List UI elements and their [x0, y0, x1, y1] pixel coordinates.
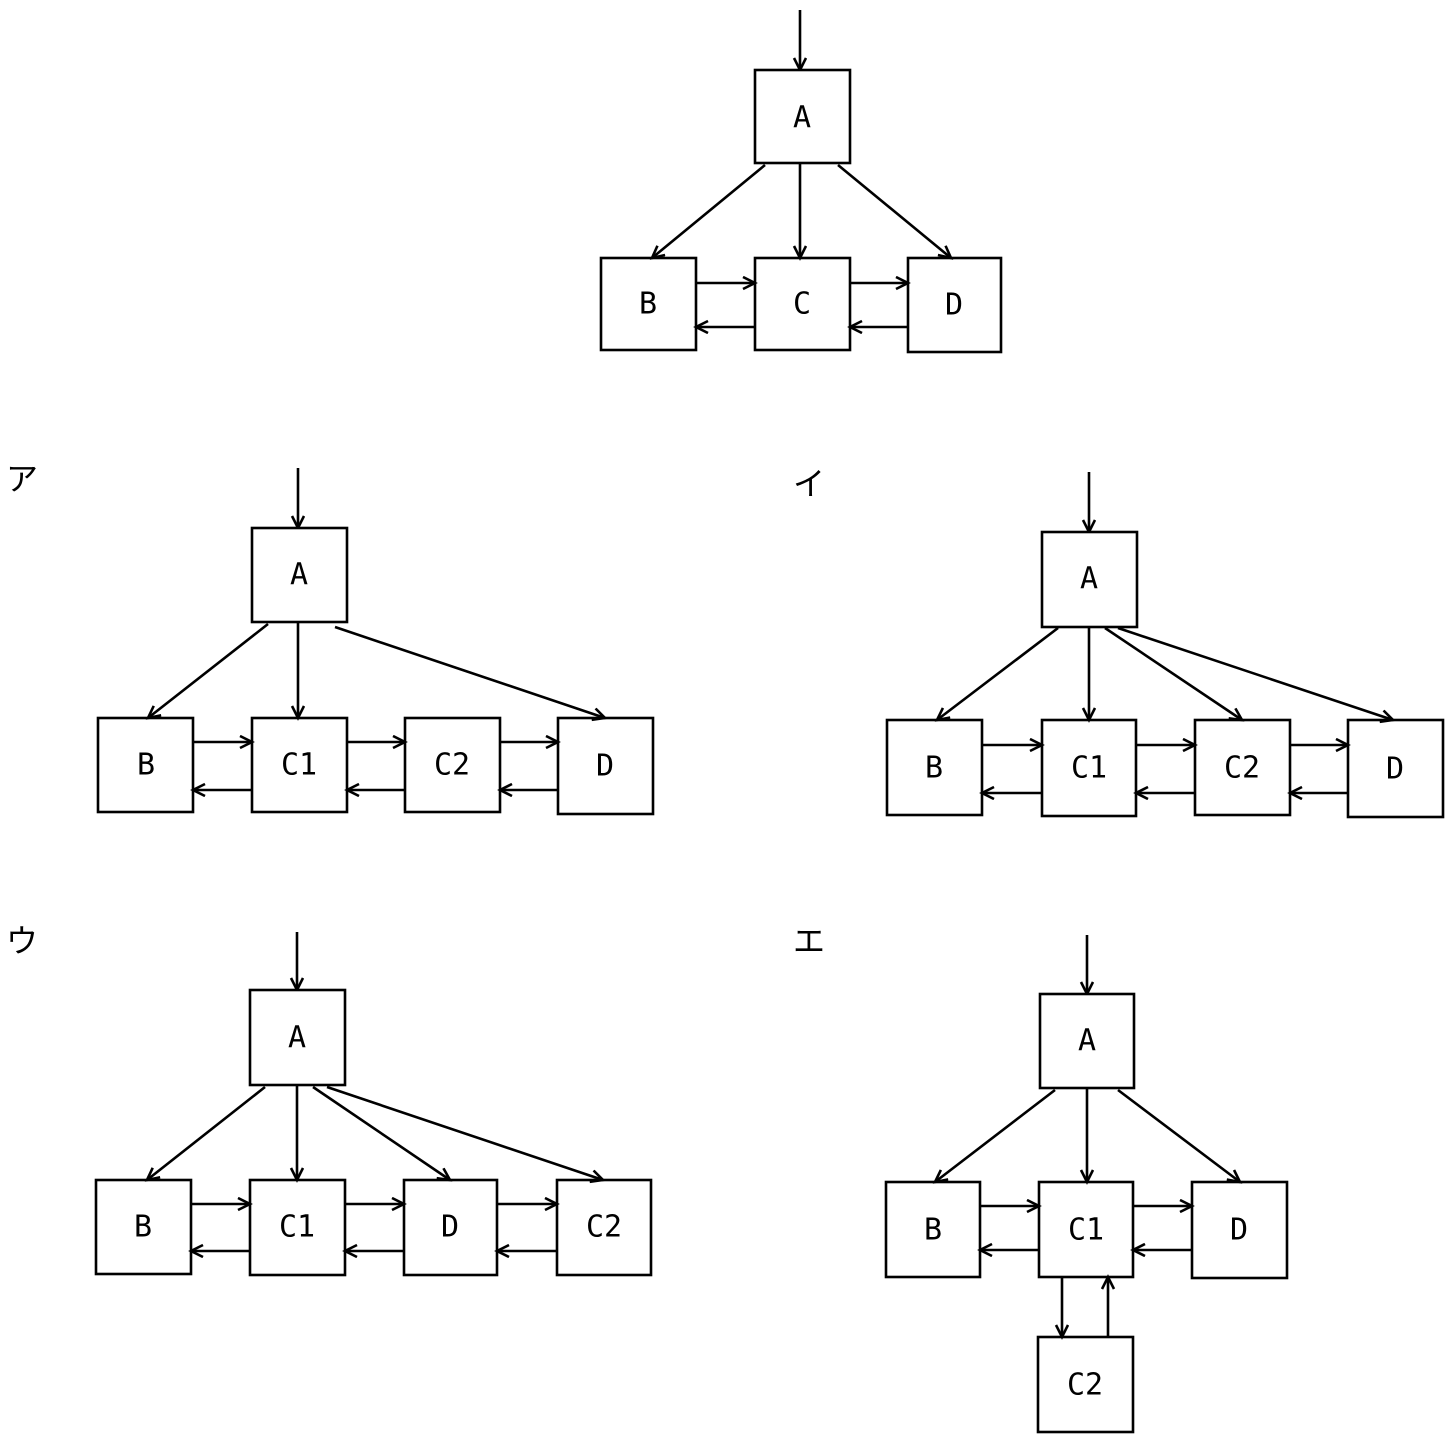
- arrow-a-c2: [1104, 626, 1242, 720]
- box-c1: C1: [1040, 718, 1138, 818]
- box-c1: C1: [1037, 1180, 1135, 1279]
- panel-u-option: ウ A B C1 D C2: [6, 922, 653, 1277]
- box-a-label: A: [290, 558, 308, 593]
- box-d-label: D: [441, 1210, 459, 1245]
- box-c2-label: C2: [1067, 1368, 1103, 1403]
- box-c2: C2: [1193, 718, 1292, 817]
- panel-label: エ: [793, 922, 825, 960]
- box-b-label: B: [925, 751, 943, 786]
- box-b-label: B: [639, 287, 657, 322]
- box-c1: C1: [248, 1178, 347, 1277]
- arrow-a-b: [652, 163, 766, 258]
- box-b: B: [885, 718, 984, 817]
- box-c1-label: C1: [1071, 751, 1107, 786]
- arrow-a-d: [1117, 1088, 1240, 1182]
- box-b-label: B: [137, 748, 155, 783]
- box-c2-label: C2: [434, 748, 470, 783]
- box-a-label: A: [1078, 1024, 1096, 1059]
- box-b: B: [94, 1178, 193, 1276]
- box-d: D: [402, 1178, 499, 1277]
- arrow-a-b: [937, 626, 1059, 720]
- arrow-a-d: [1117, 626, 1393, 720]
- box-d-label: D: [1386, 752, 1404, 787]
- box-a-label: A: [1080, 562, 1098, 597]
- box-c2: C2: [555, 1178, 653, 1277]
- box-a: A: [1040, 530, 1139, 629]
- box-a-label: A: [793, 101, 811, 136]
- box-a-label: A: [288, 1021, 306, 1056]
- box-b: B: [96, 716, 195, 814]
- box-c-label: C: [793, 287, 811, 322]
- box-a: A: [248, 988, 347, 1087]
- box-a: A: [1038, 992, 1136, 1090]
- box-c1-label: C1: [281, 748, 317, 783]
- panel-label: イ: [793, 465, 825, 503]
- box-a: A: [250, 526, 349, 624]
- box-c2: C2: [403, 716, 502, 814]
- box-c1: C1: [250, 716, 349, 814]
- panel-label: ウ: [6, 922, 38, 960]
- box-c2: C2: [1036, 1335, 1135, 1434]
- box-b: B: [599, 256, 698, 352]
- box-b-label: B: [924, 1213, 942, 1248]
- arrow-a-d: [334, 625, 605, 718]
- panel-e-option: エ A B C1 D C2: [793, 922, 1289, 1434]
- box-c2-label: C2: [1224, 751, 1260, 786]
- box-a: A: [753, 68, 852, 165]
- box-d-label: D: [1230, 1213, 1248, 1248]
- box-d: D: [1346, 718, 1445, 819]
- box-d-label: D: [945, 288, 963, 323]
- panel-a-option: ア A B C1 C2 D: [6, 460, 655, 816]
- box-c: C: [753, 256, 852, 352]
- panel-label: ア: [6, 460, 38, 498]
- box-d: D: [906, 256, 1003, 354]
- arrow-a-d: [837, 163, 951, 258]
- box-d: D: [1190, 1180, 1289, 1280]
- box-c1-label: C1: [1068, 1213, 1104, 1248]
- box-b: B: [884, 1180, 982, 1279]
- top-diagram: A B C D: [599, 10, 1003, 354]
- panel-i-option: イ A B C1 C2 D: [793, 465, 1445, 819]
- box-b-label: B: [134, 1210, 152, 1245]
- box-c2-label: C2: [586, 1210, 622, 1245]
- box-d-label: D: [596, 749, 614, 784]
- arrow-a-b: [147, 1085, 266, 1180]
- arrow-a-b: [148, 622, 269, 718]
- arrow-a-b: [935, 1088, 1056, 1182]
- arrow-a-d: [312, 1085, 450, 1180]
- box-c1-label: C1: [279, 1210, 315, 1245]
- box-d: D: [556, 716, 655, 816]
- arrow-a-c2: [326, 1085, 603, 1180]
